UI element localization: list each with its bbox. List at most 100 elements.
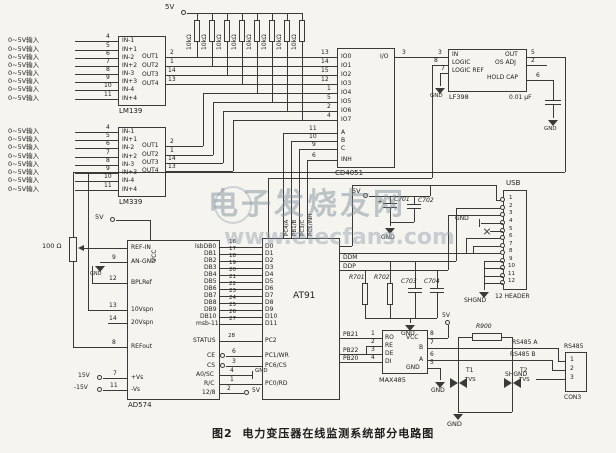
wire	[82, 248, 127, 249]
wire	[484, 261, 485, 290]
label: 3	[232, 358, 236, 365]
label: OUT	[505, 51, 518, 58]
terminal-icon	[500, 243, 505, 248]
wire	[220, 310, 262, 311]
label: 1	[509, 195, 513, 201]
wire	[512, 337, 513, 360]
wire	[390, 261, 391, 283]
wire	[291, 141, 337, 142]
wire	[428, 368, 440, 369]
label: IN	[452, 51, 459, 58]
potentiometer	[69, 237, 77, 262]
wire	[220, 275, 262, 276]
wire	[366, 346, 382, 347]
wire	[352, 185, 353, 246]
label: IO3	[341, 80, 352, 87]
wire	[390, 207, 391, 226]
analog-bus-wire	[73, 172, 565, 173]
label: 10	[104, 82, 112, 89]
terminal-icon	[500, 250, 505, 255]
wire	[448, 215, 449, 270]
inverter-bubble-icon	[220, 353, 225, 358]
chip-label: LM139	[119, 107, 143, 115]
wire	[268, 178, 269, 238]
chip-label: LF398	[449, 93, 469, 101]
label: AN-GND	[131, 258, 156, 265]
terminal-icon	[500, 265, 505, 270]
terminal-icon	[500, 205, 505, 210]
resistor	[194, 20, 200, 42]
wire	[75, 173, 118, 174]
resistor-value: 10kΩ	[246, 34, 253, 50]
label: 6	[106, 140, 110, 147]
wire	[430, 185, 431, 196]
label: D5	[265, 278, 274, 285]
wire	[223, 111, 224, 163]
ground-icon	[435, 382, 445, 388]
label: 12	[508, 278, 515, 284]
label: 11	[309, 125, 317, 132]
resistor	[284, 20, 290, 42]
label: IN-4	[122, 86, 135, 93]
wire	[75, 82, 118, 83]
label: IN-1	[122, 37, 135, 44]
label: -15V	[74, 384, 88, 391]
label: 14	[321, 58, 329, 65]
label: DB6	[204, 285, 217, 292]
input-label: 0~5V输入	[8, 143, 40, 151]
wire	[408, 288, 422, 289]
wire	[220, 375, 252, 376]
label: DI	[385, 358, 392, 365]
wire	[473, 246, 474, 253]
wire	[226, 366, 262, 367]
wire	[287, 42, 288, 111]
wire	[166, 171, 233, 172]
wire	[75, 99, 118, 100]
label: 7	[113, 370, 117, 377]
wire	[227, 13, 228, 20]
label: CE	[207, 352, 215, 359]
label: OUT3	[142, 71, 159, 78]
input-label: 0~5V输入	[8, 77, 40, 85]
connector-label: 12 HEADER	[495, 293, 530, 300]
wire	[448, 215, 503, 216]
label: LOGIC	[452, 59, 471, 66]
wire	[340, 261, 456, 262]
label: I/O	[380, 53, 389, 60]
wire	[283, 133, 337, 134]
label: 1	[170, 147, 174, 154]
wire	[458, 412, 512, 413]
label: lsbDB0	[195, 243, 217, 250]
wire	[257, 42, 258, 93]
wire	[227, 42, 228, 75]
label: 24	[229, 295, 236, 301]
wire	[527, 65, 547, 66]
label: 13	[321, 49, 329, 56]
wire	[458, 389, 459, 412]
resistor-value: 10kΩ	[276, 34, 283, 50]
label: OS ADJ	[495, 59, 516, 66]
label: 2	[227, 385, 231, 392]
wire	[108, 323, 127, 324]
wire	[73, 347, 127, 348]
wire	[220, 303, 262, 304]
resistor-value: 10kΩ	[261, 34, 268, 50]
wire	[166, 66, 337, 67]
input-label: 0~5V输入	[8, 185, 40, 193]
wire	[166, 146, 203, 147]
label: LOGIC REF	[452, 67, 484, 74]
wire	[299, 149, 300, 238]
label: 8	[106, 157, 110, 164]
wire	[448, 325, 449, 338]
wire	[307, 160, 308, 238]
label: 13	[168, 163, 176, 170]
label: B	[341, 137, 346, 144]
wire	[299, 149, 337, 150]
terminal-icon	[500, 197, 505, 202]
resistor-value: 10kΩ	[201, 34, 208, 50]
chip-lm339	[118, 127, 166, 197]
label: B	[419, 344, 424, 351]
label: 6	[509, 233, 513, 239]
label: IO7	[341, 116, 352, 123]
